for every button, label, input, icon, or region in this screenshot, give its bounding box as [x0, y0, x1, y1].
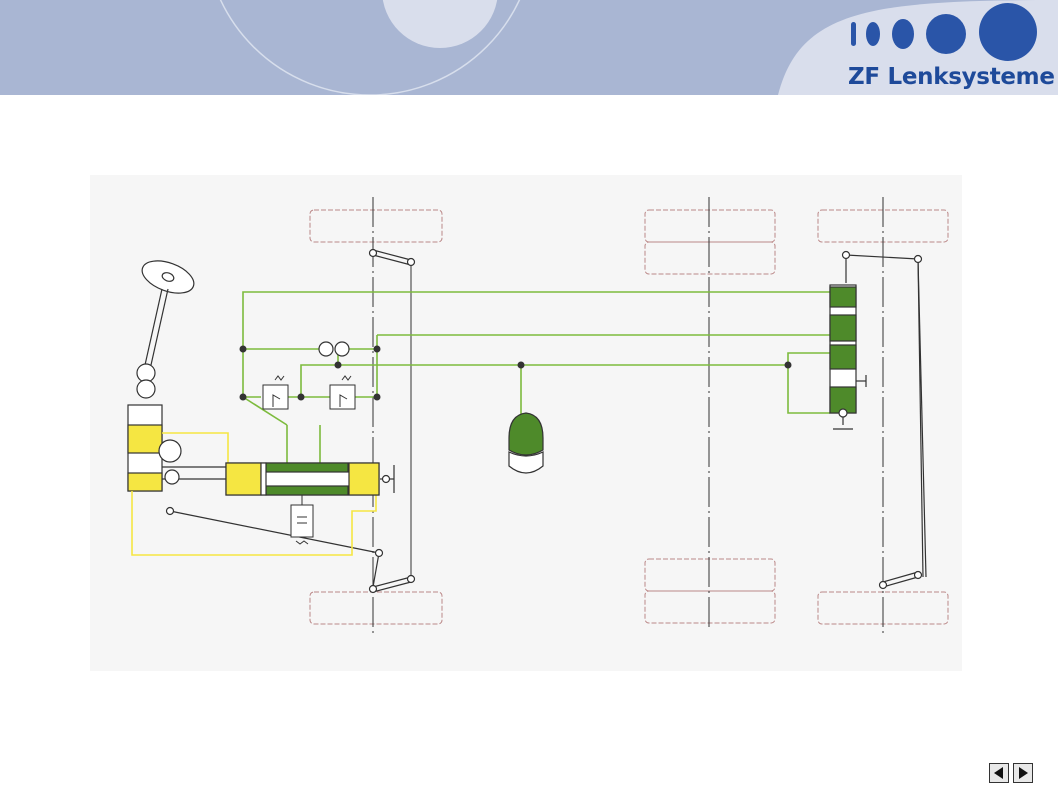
tire-front-right	[309, 591, 443, 625]
triangle-right-icon	[1019, 767, 1028, 779]
check-valve	[318, 341, 350, 357]
diagram-drawing	[127, 197, 949, 635]
yellow-hydraulic-lines	[131, 432, 377, 556]
junction-dots	[239, 345, 792, 401]
rear-axle-cylinder	[829, 284, 867, 430]
decor-disc	[382, 0, 498, 48]
previous-slide-button[interactable]	[989, 763, 1009, 783]
next-slide-button[interactable]	[1013, 763, 1033, 783]
triangle-left-icon	[994, 767, 1003, 779]
brand-name: ZF Lenksysteme	[848, 64, 1055, 90]
steering-column	[127, 260, 226, 492]
tire-rear-left-outer	[644, 209, 776, 243]
accumulator	[508, 412, 544, 474]
axle-centerlines	[372, 197, 884, 635]
steering-system-diagram	[90, 175, 962, 671]
logo-dot-3	[892, 19, 914, 49]
header-decoration	[219, 0, 1058, 95]
logo-dot-2	[866, 22, 880, 46]
logo-dot-1	[851, 22, 856, 46]
header-banner: ZF Lenksysteme	[0, 0, 1058, 95]
tire-front-left	[309, 209, 443, 243]
tire-rear-left-inner	[644, 241, 776, 275]
pressure-relief-valves	[262, 375, 356, 410]
control-valve	[290, 495, 314, 545]
steering-linkage	[165, 248, 927, 594]
power-cylinder	[225, 462, 395, 496]
tires	[309, 209, 949, 625]
tire-rear-right-inner	[644, 558, 776, 592]
logo-dot-4	[926, 14, 966, 54]
logo-dot-5	[979, 3, 1037, 61]
tire-rear-right-outer	[644, 590, 776, 624]
